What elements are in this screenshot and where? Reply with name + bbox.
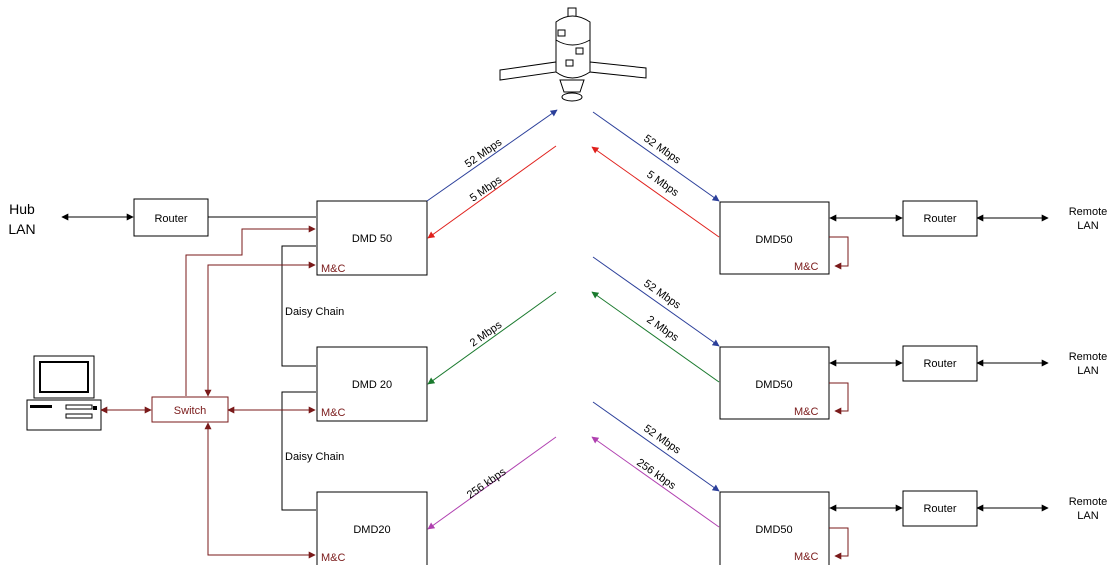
hub-modem-3-label: DMD20	[353, 524, 390, 536]
remote-uplink-3-line	[592, 437, 719, 527]
hub-downlink-2-label: 2 Mbps	[468, 319, 505, 350]
daisy-chain-2-label: Daisy Chain	[285, 451, 344, 463]
hub-modem-1-label: DMD 50	[352, 233, 392, 245]
switch-dmd20b-mc-link	[208, 423, 315, 555]
remote-router-1: Router	[903, 201, 977, 236]
daisy-chain-1-label: Daisy Chain	[285, 306, 344, 318]
remote-lan-3-label-line2: LAN	[1077, 510, 1098, 522]
remote-router-2: Router	[903, 346, 977, 381]
remote-downlink-1-line	[593, 112, 719, 201]
hub-downlink-1-label: 5 Mbps	[468, 174, 505, 205]
remote-uplink-2-label: 2 Mbps	[644, 314, 681, 345]
hub-router-label: Router	[154, 213, 187, 225]
hub-router: Router	[134, 199, 208, 236]
remote-router-2-label: Router	[923, 358, 956, 370]
hub-downlink-2-line	[428, 292, 556, 384]
remote-downlink-3-label: 52 Mbps	[641, 423, 683, 457]
remote-modem-3-label: DMD50	[755, 524, 792, 536]
remote-uplink-3-label: 256 kbps	[634, 457, 678, 493]
remote-modem-2-mc-loop	[829, 383, 848, 411]
hub-modem-2-label: DMD 20	[352, 379, 392, 391]
remote-modem-2: DMD50 M&C	[720, 347, 829, 419]
remote-downlink-2-label: 52 Mbps	[641, 278, 683, 312]
hub-modem-3: DMD20 M&C	[317, 492, 427, 565]
remote-downlink-1-label: 52 Mbps	[641, 133, 683, 167]
remote-lan-1-label-line1: Remote	[1069, 206, 1108, 218]
remote-modem-1-label: DMD50	[755, 234, 792, 246]
remote-modem-3: DMD50 M&C	[720, 492, 829, 565]
remote-lan-3-label-line1: Remote	[1069, 496, 1108, 508]
switch-box: Switch	[152, 397, 228, 422]
remote-uplink-2-line	[592, 292, 719, 382]
hub-modem-2-mc: M&C	[321, 407, 346, 419]
remote-modem-1: DMD50 M&C	[720, 202, 829, 274]
remote-router-1-label: Router	[923, 213, 956, 225]
hub-modem-2: DMD 20 M&C	[317, 347, 427, 421]
hub-modem-1: DMD 50 M&C	[317, 201, 427, 275]
hub-lan-label-line2: LAN	[8, 221, 35, 237]
hub-lan-label-line1: Hub	[9, 201, 35, 217]
computer-icon	[27, 356, 101, 430]
remote-lan-2-label-line1: Remote	[1069, 351, 1108, 363]
remote-modem-3-mc: M&C	[794, 551, 819, 563]
remote-lan-2-label-line2: LAN	[1077, 365, 1098, 377]
remote-uplink-1-label: 5 Mbps	[644, 169, 681, 200]
hub-modem-1-mc: M&C	[321, 263, 346, 275]
switch-dmd50-mc-link	[208, 265, 315, 396]
remote-modem-3-mc-loop	[829, 528, 848, 556]
remote-router-3: Router	[903, 491, 977, 526]
satellite-icon	[500, 8, 646, 101]
remote-modem-2-label: DMD50	[755, 379, 792, 391]
remote-modem-1-mc-loop	[829, 237, 848, 266]
hub-modem-3-mc: M&C	[321, 552, 346, 564]
hub-uplink-1-label: 52 Mbps	[463, 136, 505, 170]
remote-downlink-2-line	[593, 257, 719, 346]
remote-modem-1-mc: M&C	[794, 261, 819, 273]
remote-router-3-label: Router	[923, 503, 956, 515]
hub-downlink-3-label: 256 kbps	[465, 466, 509, 502]
remote-lan-1-label-line2: LAN	[1077, 220, 1098, 232]
remote-uplink-1-line	[592, 147, 719, 237]
remote-modem-2-mc: M&C	[794, 406, 819, 418]
switch-label: Switch	[174, 405, 206, 417]
